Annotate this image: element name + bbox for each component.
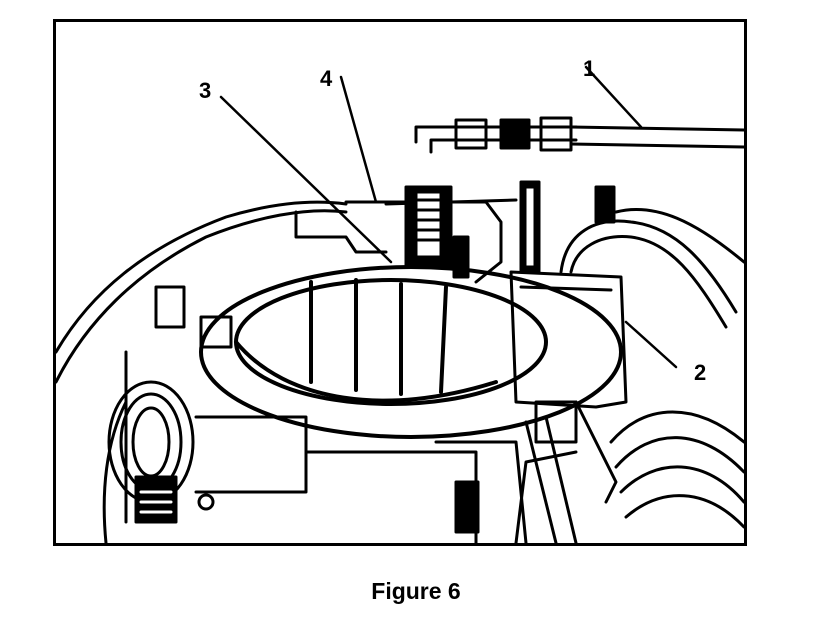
- throttle-linkage: [434, 400, 618, 543]
- throttle-body-illustration: [56, 65, 744, 543]
- throttle-bore: [199, 265, 623, 439]
- callout-label-4: 4: [320, 66, 333, 91]
- leader-lines: [219, 65, 678, 369]
- right-hoses: [559, 207, 744, 529]
- fuel-line: [414, 116, 744, 154]
- callout-label-1: 1: [583, 56, 596, 81]
- sensor-block: [509, 270, 628, 444]
- callout-label-3: 3: [199, 78, 212, 103]
- regulator-block: [294, 180, 616, 284]
- idle-control: [107, 285, 478, 543]
- callout-label-2: 2: [694, 360, 707, 385]
- figure-frame: 3 4 1 2: [53, 19, 747, 546]
- figure-caption: Figure 6: [371, 578, 461, 604]
